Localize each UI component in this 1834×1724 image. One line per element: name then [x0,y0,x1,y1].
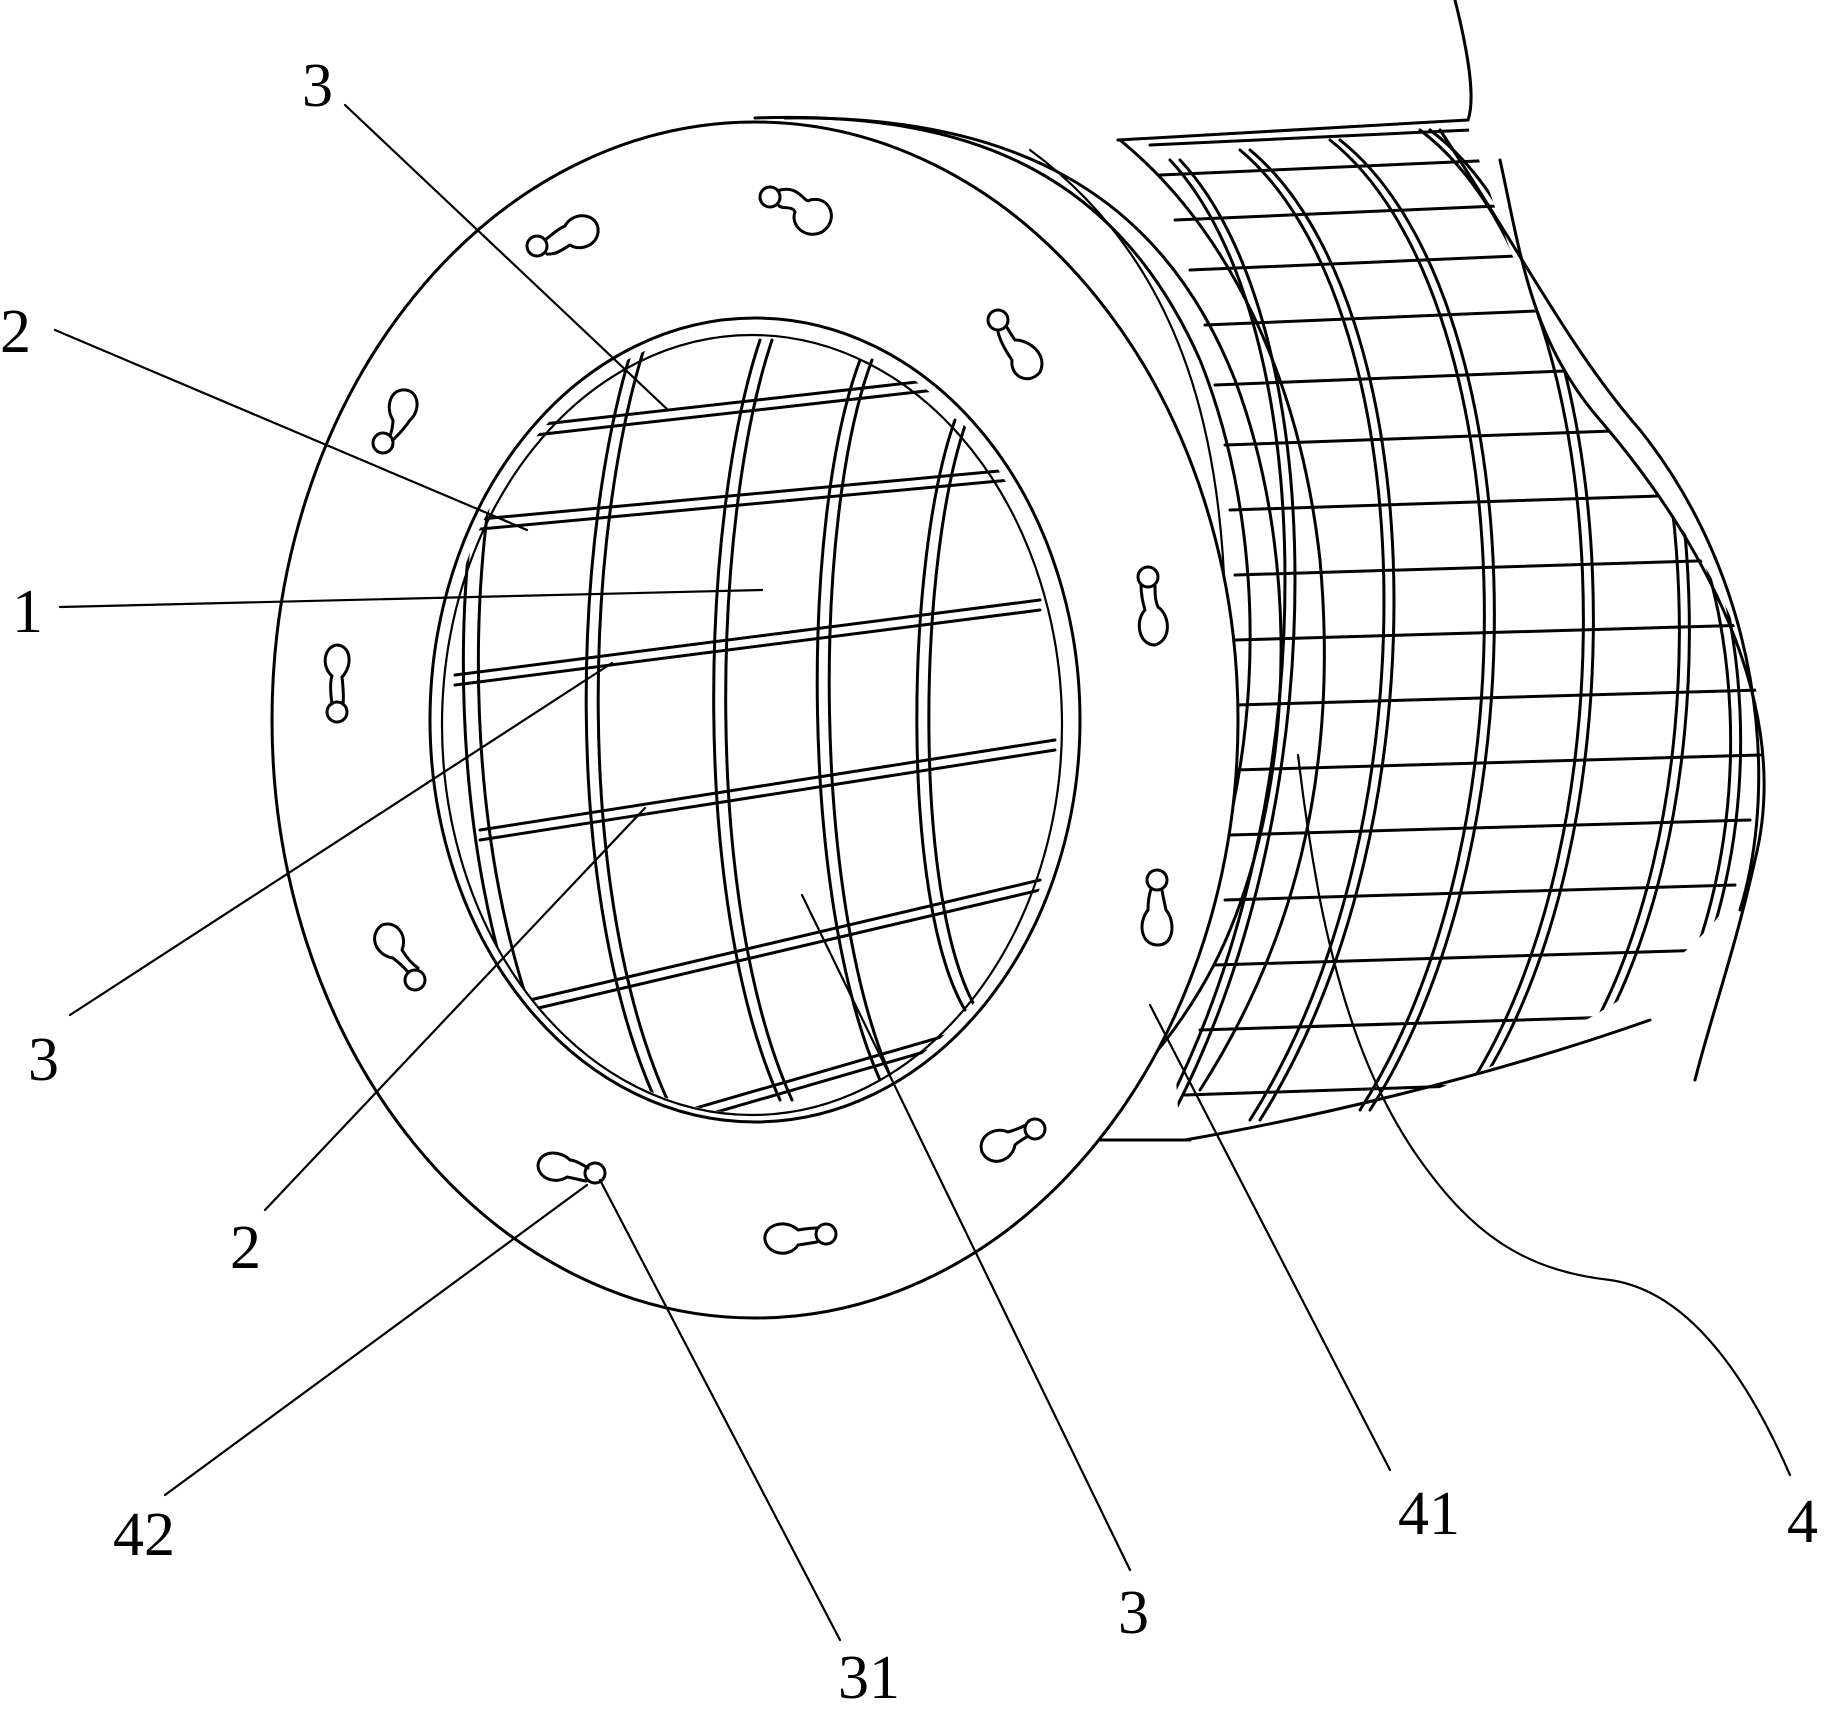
leader-41 [1148,1003,1392,1472]
keyhole-hole-right-lower [1140,868,1174,947]
keyhole-hole-left-middle [323,643,351,724]
leader-3-top [343,103,670,412]
label-42: 42 [113,1501,175,1569]
leader-31 [598,1178,842,1642]
keyhole-hole-bottom-left [536,1151,607,1185]
keyhole-hole-right-upper [986,308,1044,381]
leader-2-upper [53,328,529,532]
label-3-left: 3 [28,1026,59,1094]
leader-2-lower [263,806,647,1212]
label-31: 31 [838,1644,900,1712]
keyhole-hole-top-left [525,214,600,258]
leader-4 [1296,753,1792,1477]
keyhole-hole-top [758,185,833,236]
label-3-top: 3 [302,52,333,120]
leader-1 [58,588,764,609]
reference-numerals: 3 2 1 3 2 42 31 3 41 4 [0,52,1818,1712]
keyhole-hole-left-upper [371,388,419,455]
label-2-lower: 2 [230,1214,261,1282]
leader-lines [53,103,1792,1642]
keyhole-bolt-holes [323,185,1174,1255]
keyhole-hole-right-middle [1136,565,1169,647]
keyhole-hole-left-lower [373,922,427,992]
keyhole-hole-bottom [763,1222,838,1255]
leader-3-left [68,661,614,1017]
label-3-bottom: 3 [1118,1579,1149,1647]
label-1: 1 [12,578,43,646]
keyhole-hole-right-bottom [979,1117,1047,1163]
leader-3-bottom [800,893,1132,1572]
leader-42 [163,1183,589,1497]
label-2-upper: 2 [0,298,31,366]
label-4: 4 [1787,1488,1818,1556]
inner-mesh-bore [428,316,1082,1124]
label-41: 41 [1398,1480,1460,1548]
